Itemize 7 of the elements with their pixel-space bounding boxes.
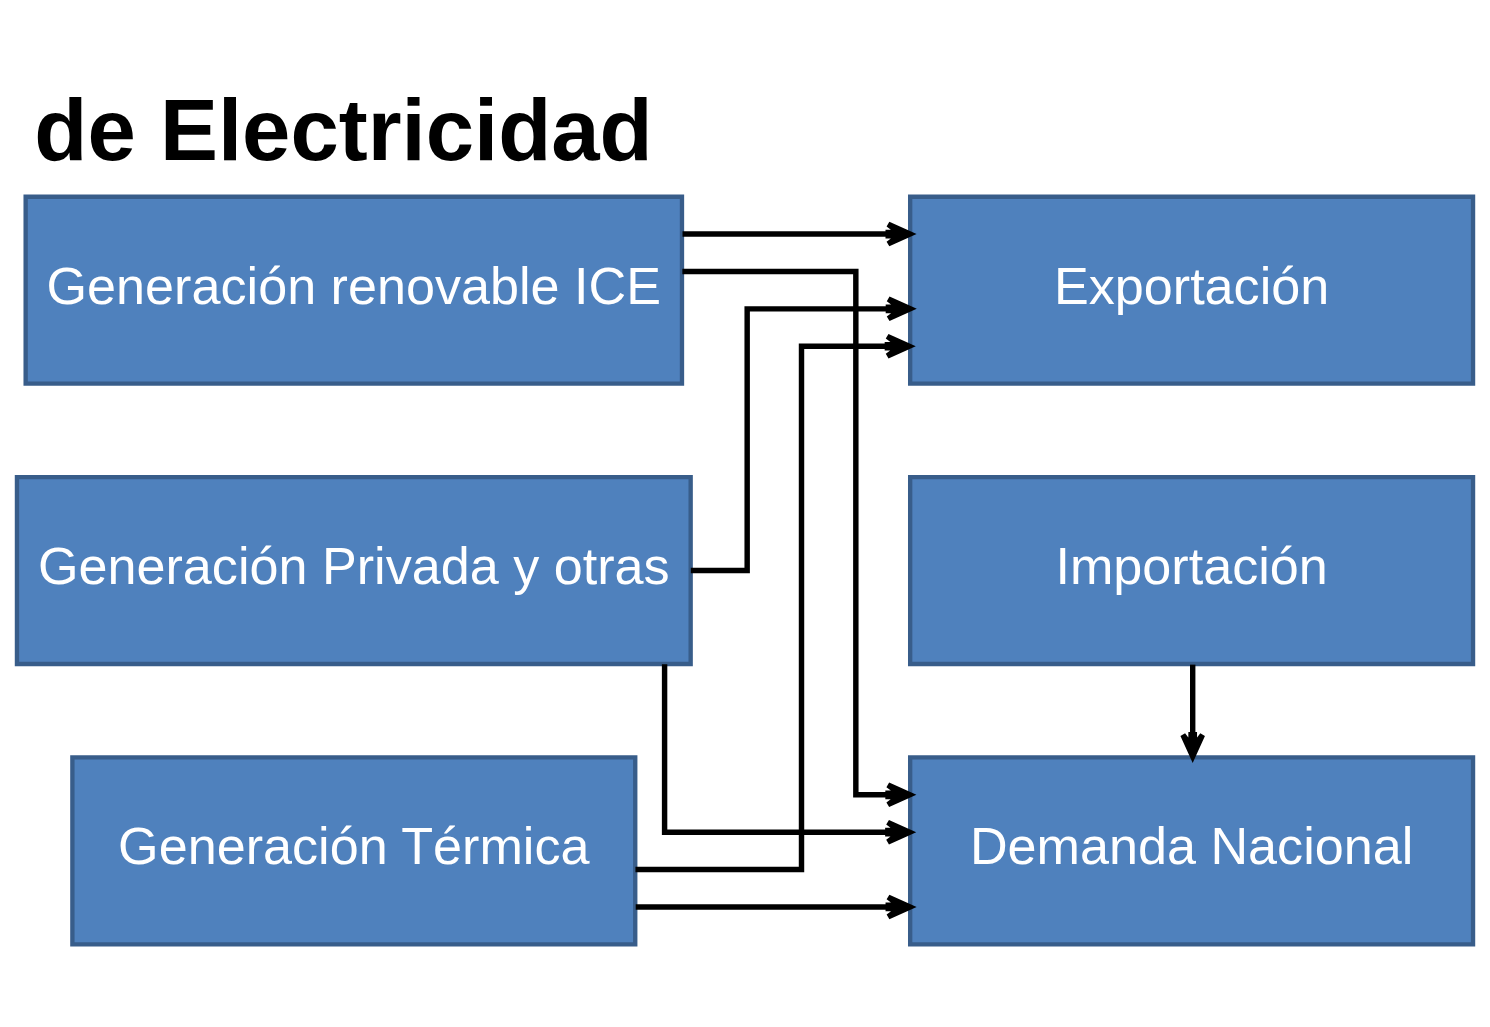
- diagram-title: de Electricidad: [34, 80, 653, 178]
- node-box: Demanda Nacional: [908, 754, 1476, 946]
- node-box: Generación renovable ICE: [23, 194, 685, 386]
- node-box: Generación Térmica: [70, 754, 638, 946]
- node-box: Exportación: [908, 194, 1476, 386]
- node-box: Importación: [908, 474, 1476, 666]
- node-box: Generación Privada y otras: [14, 474, 693, 666]
